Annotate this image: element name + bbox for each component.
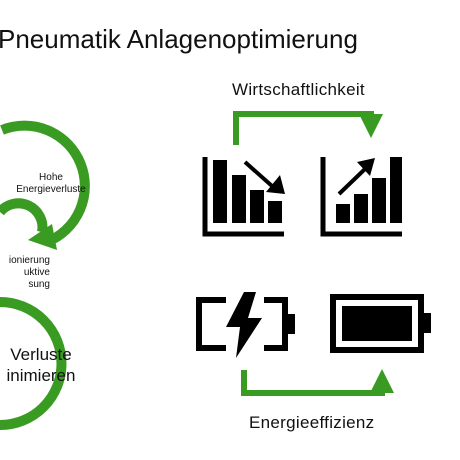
- slide-title: Pneumatik Anlagenoptimierung: [0, 24, 358, 54]
- cycle-arrowhead-icon: [28, 224, 57, 250]
- cycle-bottom-ring: [0, 297, 67, 430]
- wirtschaft-arrow: [233, 111, 383, 145]
- energieeffizienz-label: Energieeffizienz: [249, 413, 375, 432]
- battery-full-icon: [330, 294, 431, 353]
- cycle-top-label: Hohe Energieverluste: [16, 172, 86, 195]
- chart-up-icon: [320, 157, 402, 237]
- battery-charging-icon: [196, 292, 295, 358]
- chart-down-icon: [202, 157, 285, 237]
- energie-arrow: [241, 369, 394, 396]
- cycle-bottom-label: Verluste inimieren: [6, 345, 76, 385]
- cycle-top-arc: [0, 120, 90, 247]
- wirtschaftlichkeit-label: Wirtschaftlichkeit: [232, 80, 365, 99]
- cycle-middle-label: ionierung uktive sung: [8, 255, 50, 290]
- cycle-middle-arc: [0, 198, 48, 233]
